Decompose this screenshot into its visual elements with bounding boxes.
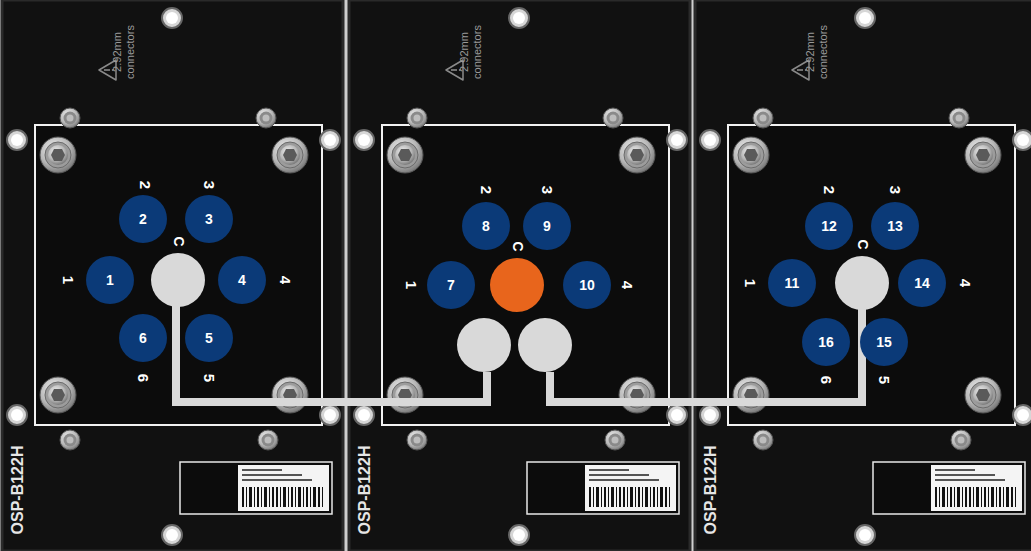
port-label-holder: 2 <box>814 180 844 200</box>
model-name: OSP-B122H <box>702 425 720 551</box>
jumper-cable <box>176 300 487 402</box>
port-label: 5 <box>199 374 219 382</box>
port-number: 1 <box>106 272 114 288</box>
common-port-circle: C <box>151 253 205 307</box>
warning-note-holder: 2.92mm connectors <box>458 14 484 90</box>
warning-note: 2.92mm connectors <box>804 14 830 90</box>
warning-note-holder: 2.92mm connectors <box>111 14 137 90</box>
common-label-holder: C <box>490 237 544 254</box>
module-panel: 2.92mm connectorsOSP-B122H 8 9 7 C 10 <box>349 0 690 551</box>
port-label-holder: 1 <box>396 275 426 295</box>
port-connector <box>518 318 572 372</box>
port-label: 2 <box>135 181 155 189</box>
port-label-holder: 1 <box>53 270 83 290</box>
model-name-holder: OSP-B122H <box>356 425 374 551</box>
warning-note: 2.92mm connectors <box>458 14 484 90</box>
common-label: C <box>509 241 526 251</box>
warning-note-holder: 2.92mm connectors <box>804 14 830 90</box>
port-label: 2 <box>476 186 496 194</box>
port-number: 8 <box>482 218 490 234</box>
common-label-holder: C <box>835 235 889 252</box>
port-label: 4 <box>617 281 637 289</box>
module-panel <box>2 0 343 551</box>
port-label: 1 <box>58 276 78 284</box>
common-port-circle: C <box>490 258 544 312</box>
port-circle: 1 <box>86 256 134 304</box>
warning-note: 2.92mm connectors <box>111 14 137 90</box>
module-panel <box>695 0 1031 551</box>
port-connector <box>457 318 511 372</box>
common-label-holder: C <box>151 232 205 249</box>
jumper-cable <box>550 305 862 402</box>
port-label-holder: 6 <box>811 370 841 390</box>
port-label-holder: 5 <box>194 368 224 388</box>
port-label: 1 <box>401 281 421 289</box>
port-label-holder: 4 <box>612 275 642 295</box>
port-number: 7 <box>447 277 455 293</box>
port-label: 1 <box>740 279 760 287</box>
port-circle: 16 <box>802 318 850 366</box>
module-panel <box>349 0 690 551</box>
port-label: 6 <box>816 376 836 384</box>
port-label: 3 <box>537 186 557 194</box>
common-port-circle: C <box>835 256 889 310</box>
port-circle: 5 <box>185 314 233 362</box>
port-label-holder: 3 <box>532 180 562 200</box>
module-panel: 2.92mm connectorsOSP-B122H121311C141615 <box>695 0 1031 551</box>
port-number: 16 <box>818 334 834 350</box>
port-label: 4 <box>955 279 975 287</box>
port-number: 11 <box>785 275 800 291</box>
port-circle: 15 <box>860 318 908 366</box>
model-name: OSP-B122H <box>356 425 374 551</box>
port-label-holder: 1 <box>735 273 765 293</box>
port-number: 10 <box>579 277 595 293</box>
port-circle: 2 <box>119 195 167 243</box>
common-label: C <box>854 239 871 249</box>
port-circle: 9 <box>523 202 571 250</box>
port-label-holder: 6 <box>128 368 158 388</box>
port-circle: 6 <box>119 314 167 362</box>
port-number: 13 <box>887 218 903 234</box>
port-circle: 11 <box>768 259 816 307</box>
port-number: 5 <box>205 330 213 346</box>
port-number: 2 <box>139 211 147 227</box>
model-name-holder: OSP-B122H <box>9 425 27 551</box>
port-label-holder: 3 <box>194 175 224 195</box>
port-number: 4 <box>238 272 246 288</box>
port-circle: 12 <box>805 202 853 250</box>
port-circle: 3 <box>185 195 233 243</box>
port-circle: 10 <box>563 261 611 309</box>
port-label-holder: 2 <box>471 180 501 200</box>
port-number: 3 <box>205 211 213 227</box>
port-label: 2 <box>819 186 839 194</box>
port-label-holder: 4 <box>270 270 300 290</box>
port-label-holder: 2 <box>130 175 160 195</box>
port-circle: 13 <box>871 202 919 250</box>
model-name: OSP-B122H <box>9 425 27 551</box>
port-label: 5 <box>874 376 894 384</box>
port-label: 6 <box>133 374 153 382</box>
port-number: 14 <box>914 275 930 291</box>
port-number: 15 <box>876 334 892 350</box>
port-circle: 4 <box>218 256 266 304</box>
port-label: 3 <box>885 186 905 194</box>
port-number: 12 <box>821 218 837 234</box>
port-circle: 7 <box>427 261 475 309</box>
port-label: 4 <box>275 276 295 284</box>
port-circle: 8 <box>462 202 510 250</box>
port-label-holder: 3 <box>880 180 910 200</box>
port-number: 9 <box>543 218 551 234</box>
port-label: 3 <box>199 181 219 189</box>
common-label: C <box>170 236 187 246</box>
port-number: 6 <box>139 330 147 346</box>
port-circle: 14 <box>898 259 946 307</box>
model-name-holder: OSP-B122H <box>702 425 720 551</box>
module-panel: 2.92mm connectorsOSP-B122H 2 3 1 C 4 6 5 <box>2 0 343 551</box>
port-label-holder: 5 <box>869 370 899 390</box>
port-label-holder: 4 <box>950 273 980 293</box>
